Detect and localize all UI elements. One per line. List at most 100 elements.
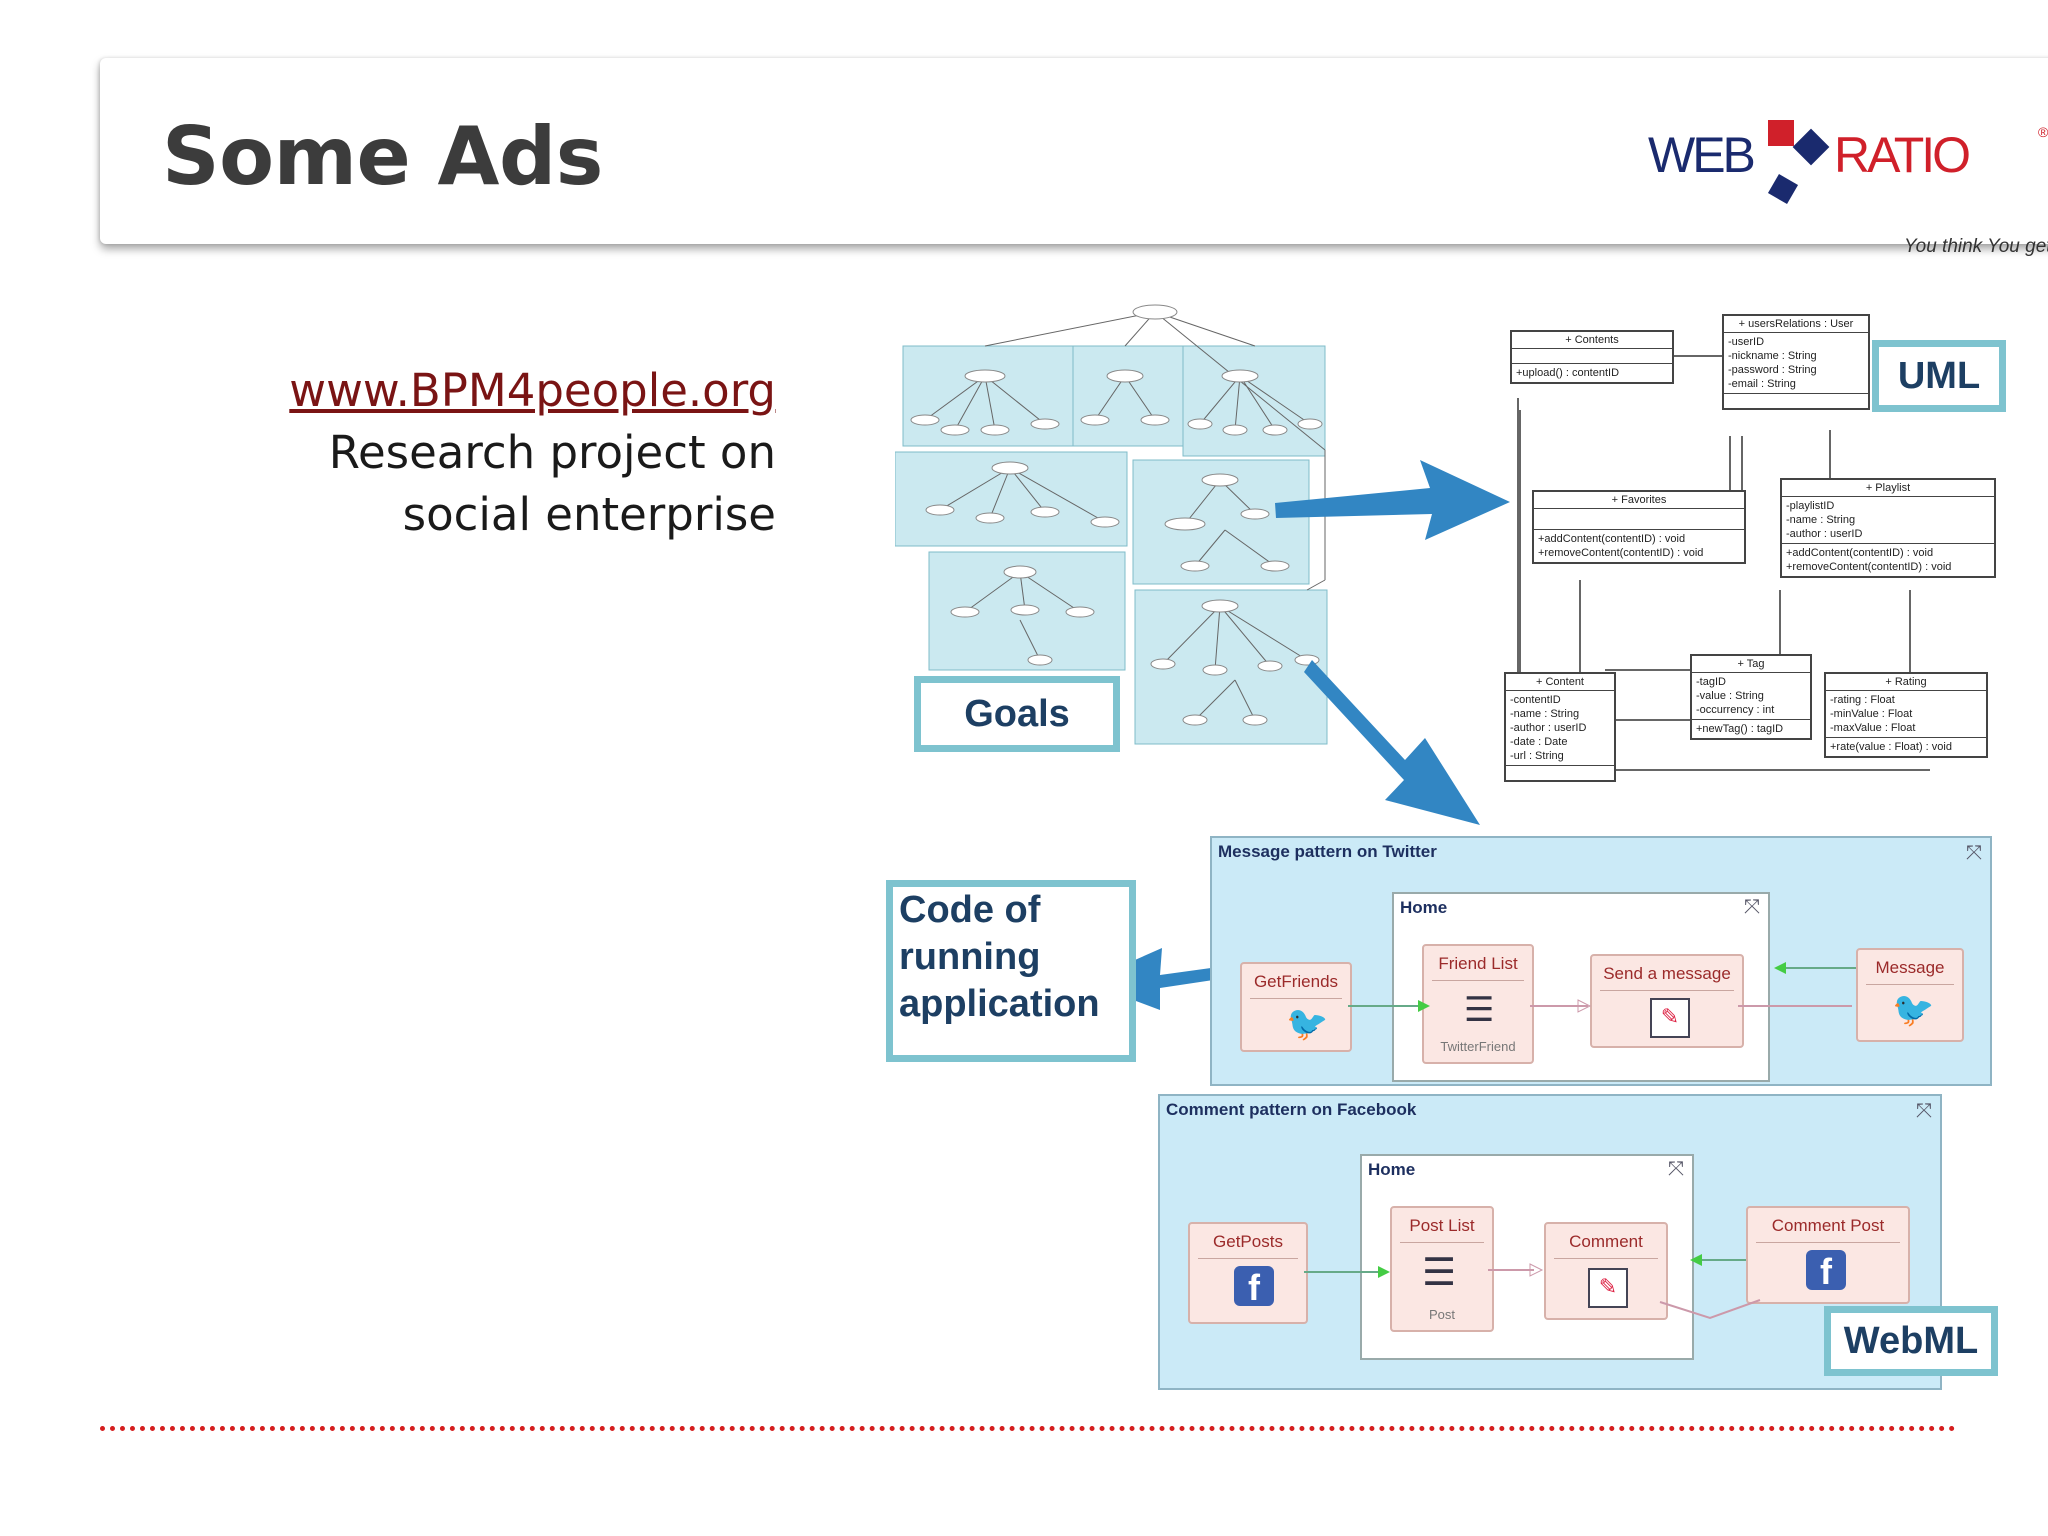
- unit-divider: [1198, 1258, 1298, 1259]
- unit-entity: Post: [1428, 1307, 1455, 1322]
- uml-attr: -author : userID: [1510, 722, 1587, 734]
- unit-label: GetFriends: [1253, 972, 1339, 991]
- get-posts-unit[interactable]: GetPosts f: [1188, 1222, 1308, 1324]
- uml-class-attrs: [1534, 509, 1744, 530]
- uml-diagram: + Contents +upload() : contentID + users…: [1480, 310, 2020, 810]
- uml-attr: -rating : Float: [1830, 694, 1895, 706]
- uml-class-favorites: + Favorites +addContent(contentID) : voi…: [1532, 490, 1746, 564]
- goal-panel: [1182, 345, 1326, 457]
- unit-divider: [1756, 1242, 1900, 1243]
- uml-attr: -email : String: [1728, 378, 1796, 390]
- uml-class-ops: +newTag() : tagID: [1696, 723, 1784, 735]
- uml-op: +removeContent(contentID) : void: [1538, 547, 1704, 559]
- message-unit[interactable]: Message 🐦: [1856, 948, 1964, 1042]
- uml-class-contents: + Contents +upload() : contentID: [1510, 330, 1674, 384]
- webml-callout: WebML: [1824, 1306, 1998, 1376]
- description-line-1: Research project on: [328, 426, 776, 479]
- form-icon: ✎: [1650, 998, 1690, 1038]
- uml-class-name: + Tag: [1692, 656, 1810, 673]
- uml-op: +removeContent(contentID) : void: [1786, 561, 1952, 573]
- uml-class-name: + Content: [1506, 674, 1614, 691]
- uml-attr: -date : Date: [1510, 736, 1568, 748]
- uml-attr: -name : String: [1510, 708, 1580, 720]
- uml-attr: -minValue : Float: [1830, 708, 1913, 720]
- friend-list-unit[interactable]: Friend List ☰ TwitterFriend: [1422, 944, 1534, 1064]
- description-line-2: social enterprise: [402, 488, 776, 541]
- slide-title: Some Ads: [162, 110, 603, 203]
- logo-registered: ®: [2038, 124, 2048, 140]
- list-icon: ☰: [1464, 991, 1495, 1029]
- twitter-bird-icon: 🐦: [1286, 1005, 1329, 1043]
- collapse-icon[interactable]: ⤧: [1916, 1100, 1932, 1122]
- goals-diagram: [894, 300, 1335, 750]
- uml-class-tag: + Tag -tagID -value : String -occurrency…: [1690, 654, 1812, 740]
- uml-class-name: + Contents: [1512, 332, 1672, 349]
- code-callout-line-2: running: [899, 936, 1041, 978]
- list-icon: ☰: [1422, 1252, 1457, 1294]
- uml-class-attrs: -contentID -name : String -author : user…: [1506, 691, 1614, 766]
- uml-attr: -maxValue : Float: [1830, 722, 1916, 734]
- uml-class-name: + Playlist: [1782, 480, 1994, 497]
- uml-class-ops: +rate(value : Float) : void: [1830, 741, 1952, 753]
- logo-red-square: [1768, 120, 1794, 146]
- unit-divider: [1866, 984, 1954, 985]
- facebook-icon: f: [1234, 1266, 1274, 1308]
- uml-class-name: + Favorites: [1534, 492, 1744, 509]
- send-message-unit[interactable]: Send a message ✎: [1590, 954, 1744, 1048]
- goals-callout: Goals: [914, 676, 1120, 752]
- unit-label: Friend List: [1438, 954, 1518, 973]
- facebook-flow-links: [1304, 1254, 1761, 1320]
- slide-header: Some Ads WEB RATIO ® You think You get: [100, 58, 2048, 257]
- frame-title: Message pattern on Twitter: [1218, 842, 1437, 861]
- uml-class-name: + usersRelations : User: [1724, 316, 1868, 333]
- home-page-box: Home ⤧ Post List ☰ Post Comment ✎: [1360, 1154, 1694, 1360]
- get-friends-unit[interactable]: GetFriends 🐦: [1240, 962, 1352, 1052]
- unit-divider: [1600, 990, 1734, 991]
- logo-text-ratio: RATIO: [1834, 127, 1971, 183]
- unit-entity: TwitterFriend: [1440, 1039, 1516, 1054]
- uml-class-name: + Rating: [1826, 674, 1986, 691]
- uml-attr: -password : String: [1728, 364, 1817, 376]
- uml-class-attrs: [1512, 349, 1672, 364]
- uml-attr: -author : userID: [1786, 528, 1863, 540]
- uml-class-attrs: -tagID -value : String -occurrency : int: [1692, 673, 1810, 720]
- unit-divider: [1400, 1242, 1484, 1243]
- uml-attr: -url : String: [1510, 750, 1564, 762]
- collapse-icon[interactable]: ⤧: [1744, 896, 1760, 918]
- code-callout: Code of running application: [886, 880, 1136, 1062]
- uml-lines: [1517, 355, 1930, 780]
- arrow-goals-to-uml: [1275, 460, 1510, 540]
- unit-label: Post List: [1409, 1216, 1475, 1235]
- comment-post-unit[interactable]: Comment Post f: [1746, 1206, 1910, 1304]
- post-list-unit[interactable]: Post List ☰ Post: [1390, 1206, 1494, 1332]
- goal-panel: [1072, 345, 1184, 447]
- uml-class-playlist: + Playlist -playlistID -name : String -a…: [1780, 478, 1996, 578]
- unit-divider: [1432, 980, 1524, 981]
- facebook-pattern-frame: Comment pattern on Facebook ⤧ Home ⤧ Pos…: [1158, 1094, 1942, 1390]
- facebook-icon: f: [1806, 1250, 1846, 1292]
- logo-tagline: You think You get: [1904, 236, 2048, 257]
- collapse-icon[interactable]: ⤧: [1966, 842, 1982, 864]
- uml-op: +addContent(contentID) : void: [1538, 533, 1686, 545]
- unit-label: GetPosts: [1213, 1232, 1283, 1251]
- twitter-bird-icon: 🐦: [1892, 991, 1935, 1029]
- uml-class-ops: +addContent(contentID) : void +removeCon…: [1534, 530, 1744, 562]
- uml-attr: -value : String: [1696, 690, 1764, 702]
- unit-label: Message: [1875, 958, 1945, 977]
- home-page-title: Home: [1400, 898, 1448, 917]
- home-page-box: Home ⤧ Friend List ☰ TwitterFriend Send …: [1392, 892, 1770, 1082]
- bpm4people-link[interactable]: www.BPM4people.org: [289, 364, 776, 417]
- uml-attr: -playlistID: [1786, 500, 1835, 512]
- frame-title: Comment pattern on Facebook: [1166, 1100, 1417, 1119]
- uml-callout: UML: [1872, 340, 2006, 412]
- uml-attr: -contentID: [1510, 694, 1561, 706]
- collapse-icon[interactable]: ⤧: [1668, 1158, 1684, 1180]
- uml-class-ops: [1724, 394, 1868, 408]
- uml-class-ops: +upload() : contentID: [1516, 367, 1620, 379]
- uml-class-ops: +addContent(contentID) : void +removeCon…: [1782, 544, 1994, 576]
- uml-class-attrs: -playlistID -name : String -author : use…: [1782, 497, 1994, 544]
- comment-unit[interactable]: Comment ✎: [1544, 1222, 1668, 1320]
- code-callout-line-3: application: [899, 983, 1100, 1025]
- home-page-title: Home: [1368, 1160, 1416, 1179]
- goals-tree-svg: [894, 304, 1328, 745]
